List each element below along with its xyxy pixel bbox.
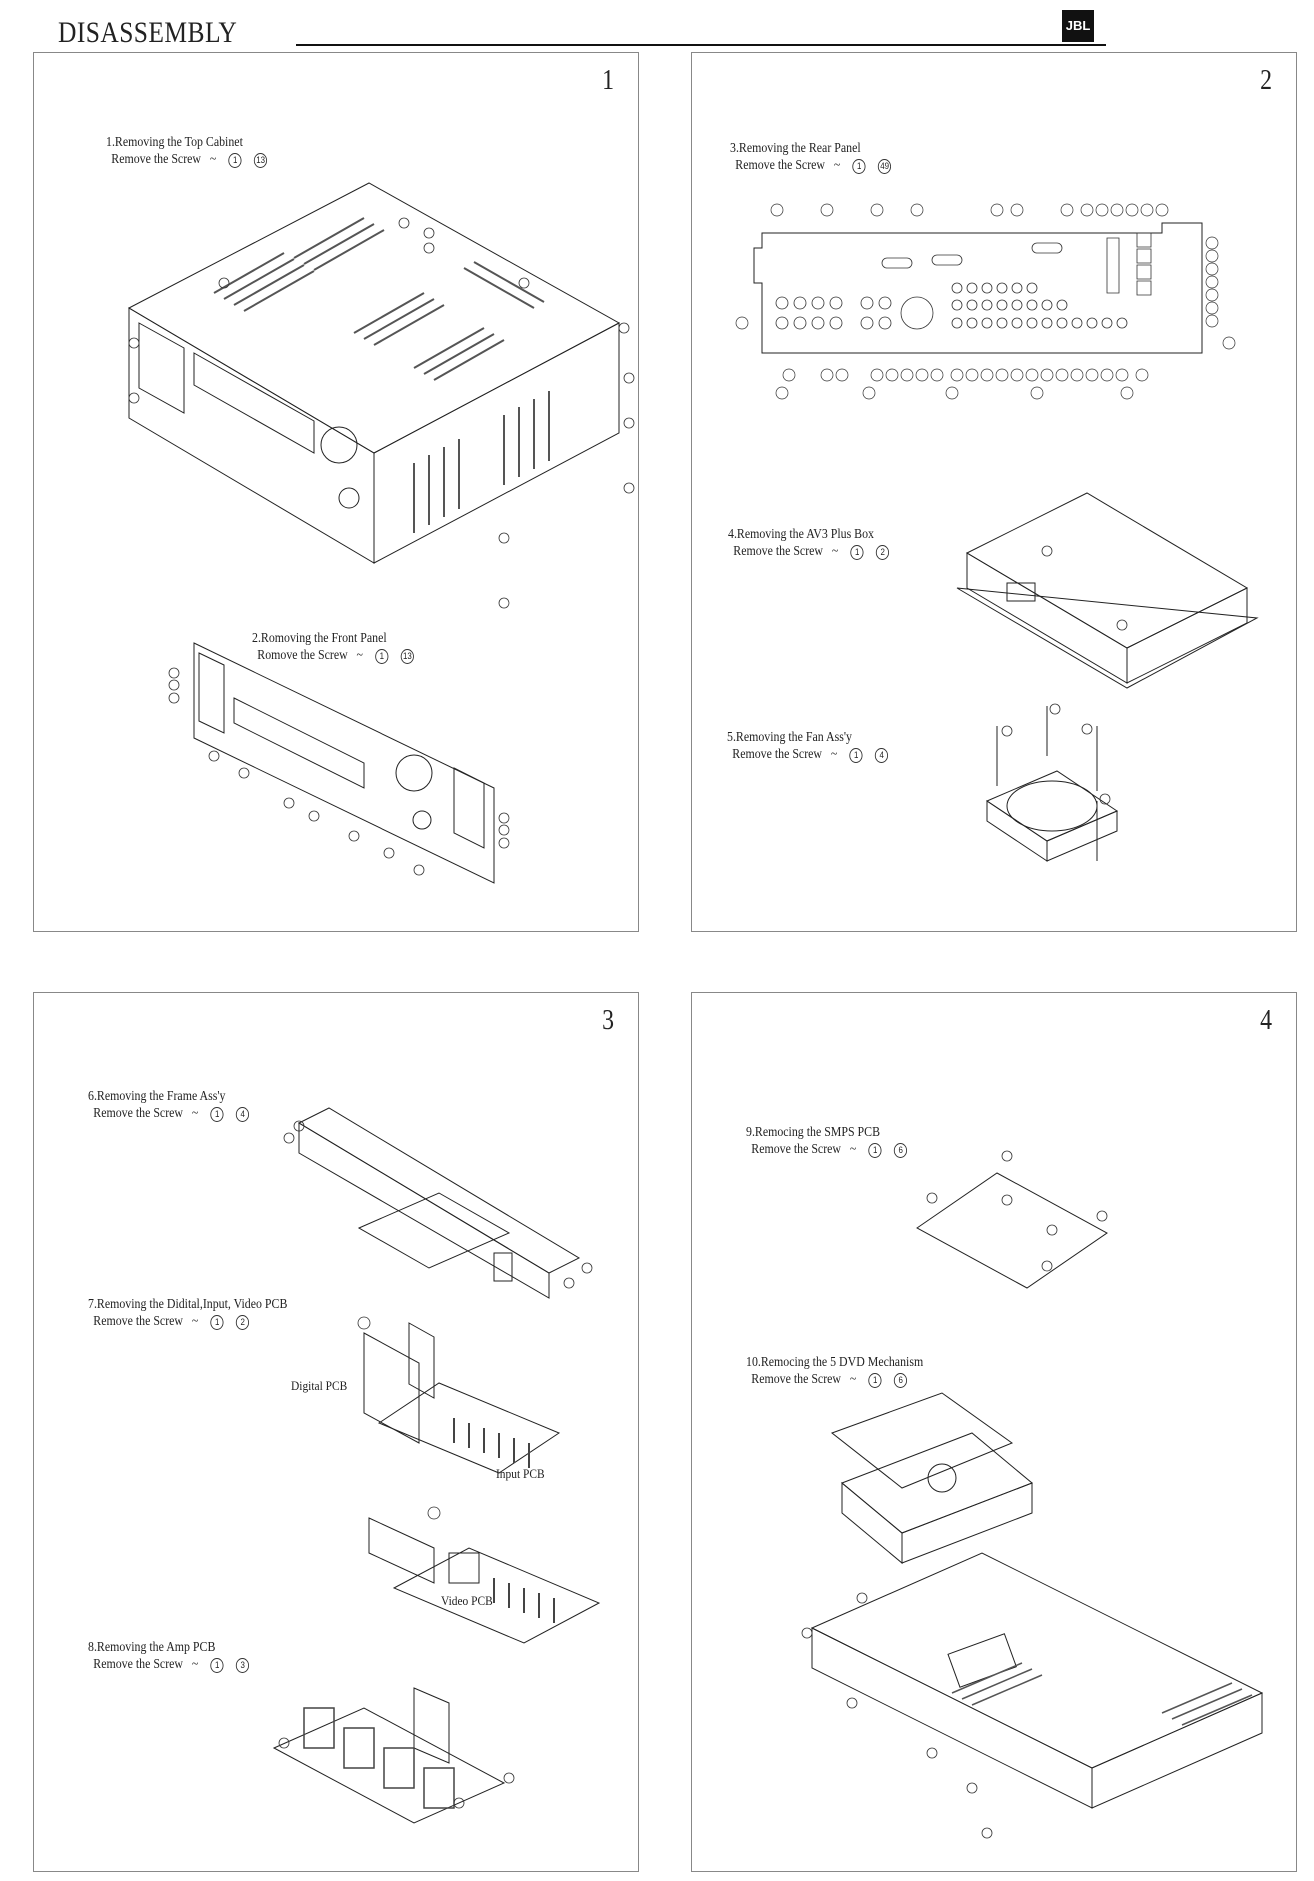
amp-pcb-drawing <box>274 1673 534 1843</box>
screw-text: Remove the Screw <box>111 151 202 166</box>
dvd-mechanism-drawing <box>802 1393 1272 1863</box>
digital-pcb-label: Digital PCB <box>291 1378 348 1393</box>
screw-text: Remove the Screw <box>93 1656 184 1671</box>
header-rule <box>296 44 1106 46</box>
screw-from-icon: 1 <box>868 1373 882 1388</box>
screw-to-icon: 13 <box>400 649 414 664</box>
screw-to-icon: 3 <box>236 1658 250 1673</box>
step-8-instructions: 8.Removing the Amp PCB Remove the Screw~… <box>88 1638 250 1673</box>
screw-from-icon: 1 <box>850 545 864 560</box>
step-3-instructions: 3.Removing the Rear Panel Remove the Scr… <box>730 139 892 174</box>
screw-to-icon: 6 <box>894 1143 908 1158</box>
pcb-drawing <box>359 1323 619 1648</box>
receiver-chassis-drawing <box>84 153 644 613</box>
video-pcb-label: Video PCB <box>441 1593 493 1608</box>
screw-from-icon: 1 <box>849 748 863 763</box>
step-title: 5.Removing the Fan Ass'y <box>727 729 852 744</box>
screw-to-icon: 13 <box>254 153 268 168</box>
screw-text: Remove the Screw <box>735 157 826 172</box>
smps-pcb-drawing <box>912 1148 1112 1298</box>
screw-text: Remove the Screw <box>732 746 823 761</box>
input-pcb-label: Input PCB <box>496 1466 545 1481</box>
panel-number: 4 <box>1260 1005 1272 1036</box>
screw-from-icon: 1 <box>852 159 866 174</box>
screw-to-icon: 4 <box>236 1107 250 1122</box>
panel-number: 3 <box>602 1005 614 1036</box>
screw-to-icon: 4 <box>875 748 889 763</box>
screw-text: Remove the Screw <box>751 1371 842 1386</box>
jbl-logo: JBL <box>1062 10 1094 42</box>
screw-text: Remove the Screw <box>93 1105 184 1120</box>
step-7-instructions: 7.Removing the Didital,Input, Video PCB … <box>88 1296 288 1330</box>
screw-to-icon: 2 <box>236 1315 250 1330</box>
av3-box-drawing <box>957 488 1257 698</box>
step-4-instructions: 4.Removing the AV3 Plus Box Remove the S… <box>728 525 890 560</box>
front-panel-drawing <box>154 638 514 898</box>
step-title: 7.Removing the Didital,Input, Video PCB <box>88 1296 288 1311</box>
screw-text: Remove the Screw <box>733 543 824 558</box>
screw-from-icon: 1 <box>210 1107 224 1122</box>
step-title: 6.Removing the Frame Ass'y <box>88 1088 226 1103</box>
panel-4: 4 9.Remocing the SMPS PCB Remove the Scr… <box>691 992 1297 1872</box>
panel-number: 1 <box>602 65 614 96</box>
step-title: 10.Remocing the 5 DVD Mechanism <box>746 1354 924 1369</box>
panel-2: 2 3.Removing the Rear Panel Remove the S… <box>691 52 1297 932</box>
page-title: DISASSEMBLY <box>58 16 238 49</box>
screw-to-icon: 6 <box>894 1373 908 1388</box>
screw-from-icon: 1 <box>375 649 389 664</box>
rear-panel-drawing <box>742 203 1282 433</box>
screw-to-icon: 2 <box>876 545 890 560</box>
screw-from-icon: 1 <box>210 1658 224 1673</box>
step-1-instructions: 1.Removing the Top Cabinet Remove the Sc… <box>106 133 268 168</box>
fan-drawing <box>977 701 1127 901</box>
frame-assy-drawing <box>279 1108 609 1298</box>
screw-from-icon: 1 <box>228 153 242 168</box>
step-title: 9.Remocing the SMPS PCB <box>746 1124 881 1139</box>
panel-3: 3 6.Removing the Frame Ass'y Remove the … <box>33 992 639 1872</box>
screw-text: Romove the Screw <box>257 647 348 662</box>
screw-from-icon: 1 <box>210 1315 224 1330</box>
panel-number: 2 <box>1260 65 1272 96</box>
step-title: 4.Removing the AV3 Plus Box <box>728 526 874 541</box>
step-2-instructions: 2.Romoving the Front Panel Romove the Sc… <box>252 629 414 664</box>
step-title: 1.Removing the Top Cabinet <box>106 134 243 149</box>
screw-text: Remove the Screw <box>93 1313 184 1328</box>
step-title: 8.Removing the Amp PCB <box>88 1639 216 1654</box>
step-10-instructions: 10.Remocing the 5 DVD Mechanism Remove t… <box>746 1354 924 1388</box>
step-title: 3.Removing the Rear Panel <box>730 140 861 155</box>
panel-1: 1 1.Removing the Top Cabinet Remove the … <box>33 52 639 932</box>
screw-to-icon: 49 <box>878 159 892 174</box>
step-6-instructions: 6.Removing the Frame Ass'y Remove the Sc… <box>88 1087 250 1122</box>
screw-from-icon: 1 <box>868 1143 882 1158</box>
step-5-instructions: 5.Removing the Fan Ass'y Remove the Scre… <box>727 728 889 763</box>
step-9-instructions: 9.Remocing the SMPS PCB Remove the Screw… <box>746 1123 908 1158</box>
step-title: 2.Romoving the Front Panel <box>252 630 387 645</box>
screw-text: Remove the Screw <box>751 1141 842 1156</box>
